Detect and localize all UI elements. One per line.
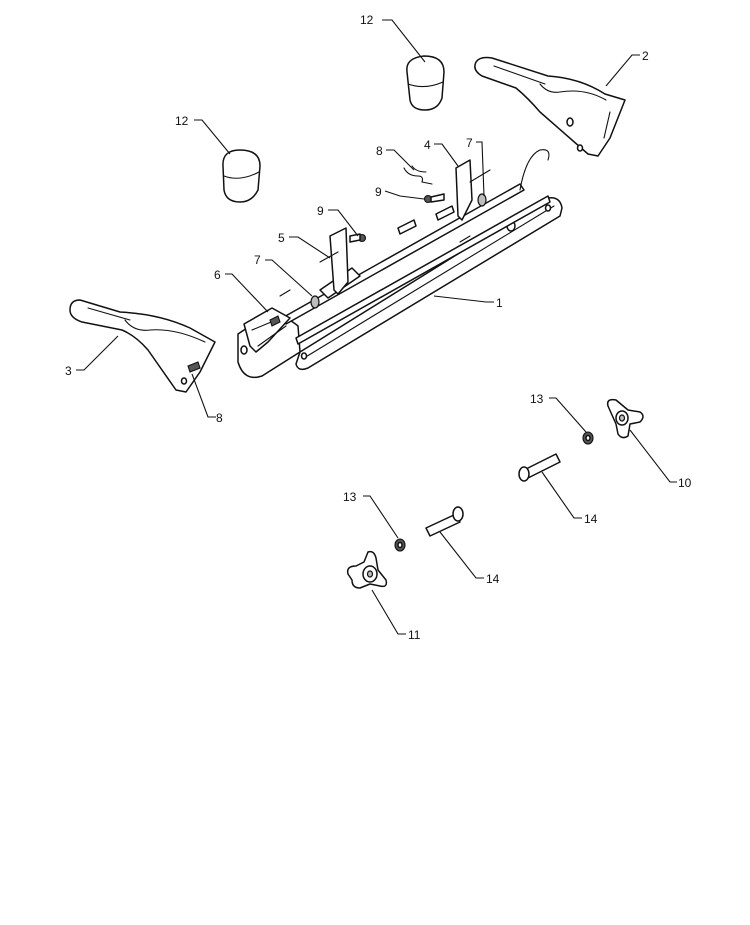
callout-8-top: 8 [376,144,383,158]
callout-4: 4 [424,138,431,152]
bracket-part-4 [455,159,491,221]
nut-part-13-upper [582,431,594,445]
callout-10: 12 [360,13,374,27]
nut-part-13-lower [394,538,406,552]
callout-6: 6 [214,268,221,282]
callout-8-bottom: 8 [216,411,223,425]
screw-part-9-upper [423,193,445,204]
star-knob-part-12-upper [606,398,644,439]
rail-fittings [397,205,455,235]
star-knob-part-12-lower [346,550,388,589]
bracket-part-5 [319,227,349,295]
callout-9-upper: 9 [375,185,382,199]
callout-7-right: 7 [466,136,473,150]
screw-part-9-lower [349,233,367,243]
clip-part-8-top [403,165,433,185]
pin-part-14-upper [518,453,561,482]
callout-12-upper: 10 [678,476,692,490]
callout-13-upper: 13 [530,392,544,406]
callout-9-lower: 9 [317,204,324,218]
callout-7-left: 7 [254,253,261,267]
rail-part-1 [237,196,563,379]
pin-part-14-lower [425,506,464,537]
callout-14-upper: 14 [584,512,598,526]
knob-part-11 [222,149,261,203]
callout-5: 5 [278,231,285,245]
callout-1: 1 [496,296,503,310]
callout-2: 2 [642,49,649,63]
callout-3: 3 [65,364,72,378]
bracket-part-6 [243,307,291,353]
knob-part-10 [406,55,445,111]
callout-13-lower: 13 [343,490,357,504]
handle-part-3 [69,299,216,393]
leader-lines [76,19,677,635]
callout-14-lower: 14 [486,572,500,586]
handle-part-2 [474,56,626,157]
callout-11: 12 [175,114,189,128]
callout-12-lower: 11 [408,628,421,642]
callout-labels: 12 2 12 8 4 7 9 9 5 7 6 1 3 8 13 10 14 1… [65,13,692,642]
